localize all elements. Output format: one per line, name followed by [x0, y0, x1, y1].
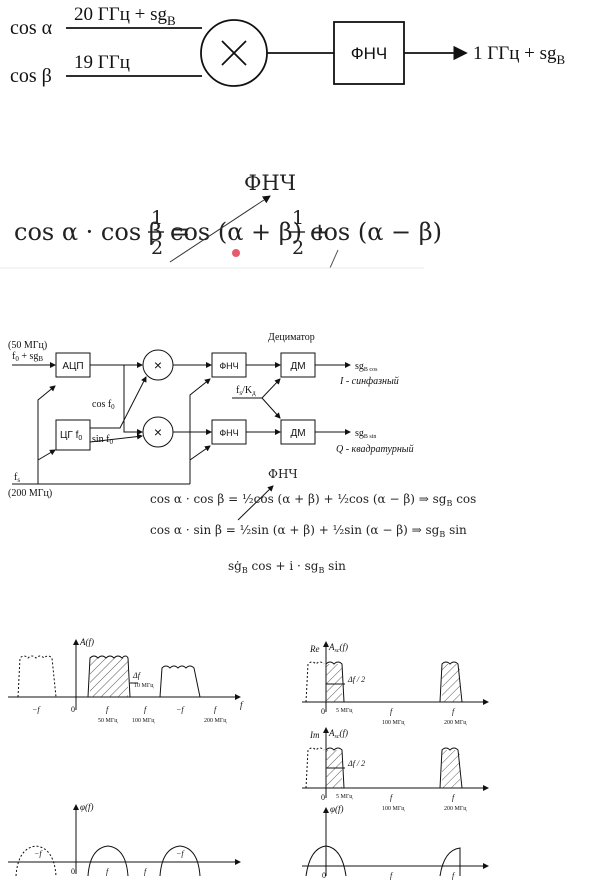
output-q-label: sgB sin: [355, 428, 376, 440]
svg-text:0: 0: [71, 705, 75, 714]
svg-text:10 МГц: 10 МГц: [134, 683, 154, 689]
input-signal-label: f0 + sgB: [12, 351, 43, 363]
generator-label: ЦГ f0: [60, 430, 82, 442]
svg-text:5 МГц: 5 МГц: [336, 708, 353, 714]
svg-text:×: ×: [154, 424, 162, 440]
dm-i-block: [280, 352, 316, 378]
svg-text:φ(f): φ(f): [80, 802, 93, 812]
formula-half-den-2: 2: [292, 237, 304, 259]
svg-text:50 МГц: 50 МГц: [98, 718, 118, 724]
svg-text:−f: −f: [176, 849, 185, 858]
phase-spectrum-right: φ(f) 0 f f: [302, 804, 489, 880]
svg-text:Δf / 2: Δf / 2: [347, 759, 365, 768]
product-formula: ФНЧ cos α · cos β = 1 2 cos (α + β) + 1 …: [0, 171, 442, 269]
output-q-desc: Q - квадратурный: [336, 444, 414, 455]
decim-ratio-label: fs/Kд: [236, 385, 256, 397]
svg-text:f: f: [390, 793, 394, 802]
svg-text:ФНЧ: ФНЧ: [219, 428, 238, 438]
svg-text:Δf / 2: Δf / 2: [347, 675, 365, 684]
mixer-diagram: cos α cos β 20 ГГц + sgB 19 ГГц ФНЧ 1 ГГ…: [10, 4, 566, 87]
fs-freq-label: (200 МГц): [8, 488, 52, 499]
svg-text:f: f: [106, 867, 110, 876]
svg-text:f: f: [390, 871, 394, 880]
svg-text:−f: −f: [176, 705, 185, 714]
svg-text:200 МГц: 200 МГц: [204, 718, 227, 724]
input-a-label: cos α: [10, 17, 53, 39]
decimator-label: Дециматор: [268, 332, 315, 343]
svg-text:100 МГц: 100 МГц: [132, 718, 155, 724]
svg-text:ДМ: ДМ: [290, 428, 305, 439]
eq-lpf-label: ФНЧ: [268, 467, 298, 481]
svg-text:0: 0: [322, 871, 326, 880]
svg-text:Δf: Δf: [132, 671, 142, 680]
equation-complex: sġB cos + i · sgB sin: [228, 559, 346, 575]
output-i-label: sgB cos: [355, 361, 378, 373]
lpf-block: [333, 21, 405, 85]
input-freq-label: (50 МГц): [8, 340, 47, 351]
svg-text:ФНЧ: ФНЧ: [219, 361, 238, 371]
svg-text:0: 0: [321, 707, 325, 716]
equation-sin: cos α · sin β = ½sin (α + β) + ½sin (α −…: [150, 523, 467, 539]
svg-text:0: 0: [321, 793, 325, 802]
quadrature-diagram: (50 МГц) f0 + sgB АЦП × × ЦГ f0 cos f0 s…: [8, 332, 476, 575]
svg-text:φ(f): φ(f): [330, 804, 343, 814]
equation-cos: cos α · cos β = ½cos (α + β) + ½cos (α −…: [150, 492, 476, 508]
f0-band: [87, 655, 131, 698]
svg-text:f: f: [240, 700, 244, 710]
svg-text:Asc(f): Asc(f): [328, 728, 348, 740]
fs-band: [159, 665, 201, 698]
svg-text:A(f): A(f): [79, 637, 94, 647]
svg-text:f: f: [144, 705, 148, 714]
svg-text:f: f: [214, 705, 218, 714]
signal-b-label: 19 ГГц: [74, 52, 130, 73]
svg-text:×: ×: [154, 357, 162, 373]
formula-half-num-2: 1: [292, 207, 304, 229]
lpf-label: ФНЧ: [351, 44, 388, 63]
svg-text:f: f: [452, 707, 456, 716]
adc-label: АЦП: [62, 361, 83, 372]
svg-text:f: f: [452, 793, 456, 802]
svg-text:−f: −f: [32, 705, 41, 714]
svg-text:200 МГц: 200 МГц: [444, 720, 467, 726]
cursor-dot: [232, 249, 240, 257]
formula-half-num-1: 1: [151, 207, 163, 229]
signal-a-label: 20 ГГц + sgB: [74, 4, 176, 28]
formula-term-2: cos (α − β): [310, 218, 442, 246]
output-label: 1 ГГц + sgB: [473, 43, 566, 67]
svg-text:f: f: [106, 705, 110, 714]
svg-text:100 МГц: 100 МГц: [382, 720, 405, 726]
formula-lpf-label: ФНЧ: [244, 171, 296, 195]
generator-block: [55, 419, 91, 451]
svg-text:100 МГц: 100 МГц: [382, 806, 405, 812]
formula-half-den-1: 2: [151, 237, 163, 259]
svg-text:f: f: [390, 707, 394, 716]
im-spectrum: Im Asc(f) Δf / 2 0 5 МГц f f 100 МГц 200…: [302, 727, 489, 812]
svg-text:0: 0: [71, 867, 75, 876]
svg-text:ДМ: ДМ: [290, 361, 305, 372]
svg-text:f: f: [144, 867, 148, 876]
input-b-label: cos β: [10, 65, 52, 87]
svg-text:f: f: [452, 871, 456, 880]
lpf-i-block: [211, 352, 247, 378]
svg-text:200 МГц: 200 МГц: [444, 806, 467, 812]
svg-text:Re: Re: [309, 644, 320, 654]
svg-text:Asc(f): Asc(f): [328, 642, 348, 654]
svg-text:Im: Im: [309, 730, 320, 740]
formula-term-1: cos (α + β) +: [170, 218, 330, 246]
neg-f0-band: [17, 655, 57, 698]
phase-spectrum-left: φ(f) −f −f 0 f f: [8, 802, 241, 877]
output-i-desc: I - синфазный: [339, 376, 399, 387]
fs-label: fs: [14, 472, 20, 484]
re-spectrum: Re Asc(f) Δf / 2 0 5 МГц f f 100 МГц 200…: [302, 641, 489, 726]
svg-text:−f: −f: [34, 849, 43, 858]
cos-label: cos f0: [92, 399, 115, 411]
svg-text:5 МГц: 5 МГц: [336, 794, 353, 800]
amplitude-spectrum-left: A(f) f Δf 10 МГц −f 0 f f −f f 50 МГц 10…: [8, 637, 244, 724]
lpf-pointer-arrow: [169, 195, 271, 263]
sin-label: sin f0: [92, 434, 114, 446]
